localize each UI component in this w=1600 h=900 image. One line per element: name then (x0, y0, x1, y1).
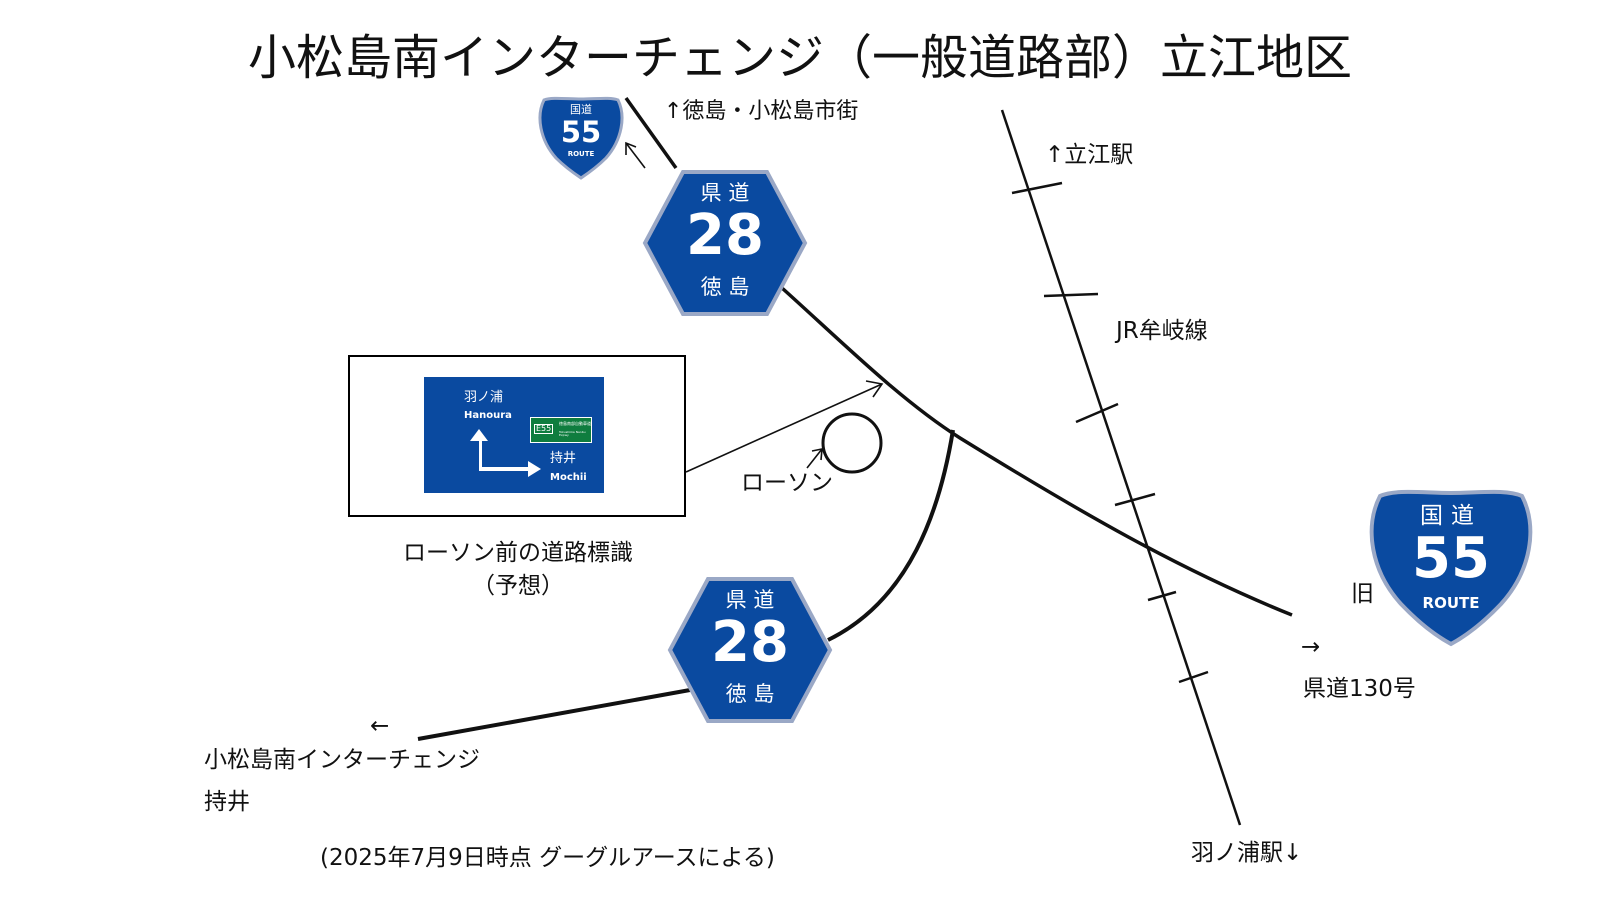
expressway-en: Tokushima Nanbu Expwy (559, 430, 586, 437)
west-arrow: ← (370, 713, 390, 739)
map-title: 小松島南インターチェンジ（一般道路部）立江地区 (247, 30, 1352, 86)
national-route-55-shield-large: 国道 55 ROUTE (1368, 489, 1534, 647)
route-large-number: 55 (1412, 526, 1490, 591)
jr-mugi-line (1000, 109, 1242, 826)
sign-mochii-jp: 持井 (550, 451, 577, 466)
old-route-prefix: 旧 (1351, 581, 1374, 607)
pref-upper-number: 28 (686, 203, 764, 268)
prefectural-road-28-shield-upper: 県 道 28 徳 島 (642, 169, 808, 317)
pointer-arrows (625, 141, 884, 473)
pref-upper-top: 県 道 (700, 181, 750, 205)
lawson-store-marker (821, 412, 883, 474)
north-destination-label: ↑徳島・小松島市街 (664, 99, 859, 124)
east-road-label: 県道130号 (1303, 676, 1416, 702)
route-small-number: 55 (560, 115, 602, 149)
route-large-bottom: ROUTE (1422, 594, 1480, 612)
road-sign-frame: 羽ノ浦 Hanoura E55 徳島南部自動車道 Tokushima Nanbu… (348, 355, 686, 517)
road-sign-caption-line-2: （予想） (472, 573, 564, 600)
route-large-top: 国道 (1420, 503, 1482, 529)
pref-lower-bottom: 徳 島 (725, 682, 775, 706)
hexagon-shield-icon (667, 577, 833, 723)
route-small-top: 国道 (570, 103, 592, 116)
expressway-name: 徳島南部自動車道 (559, 421, 591, 426)
sign-direction-arrow-icon (470, 429, 541, 477)
pref-lower-top: 県 道 (725, 588, 775, 612)
prefectural-road-28-shield-lower: 県 道 28 徳 島 (667, 576, 833, 724)
hexagon-shield-icon (642, 170, 808, 316)
road-sign-caption: ローソン前の道路標識 （予想） (368, 537, 668, 604)
east-arrow: → (1301, 634, 1321, 660)
national-route-55-shield-small: 国道 55 ROUTE (538, 96, 624, 180)
direction-sign: 羽ノ浦 Hanoura E55 徳島南部自動車道 Tokushima Nanbu… (424, 377, 604, 493)
pref-lower-number: 28 (711, 610, 789, 675)
pref-upper-bottom: 徳 島 (700, 275, 750, 299)
expressway-code: E55 (534, 424, 554, 434)
sign-hanoura-jp: 羽ノ浦 (464, 390, 504, 405)
west-ic-label: 小松島南インターチェンジ (204, 747, 480, 773)
hanoura-station-label: 羽ノ浦駅↓ (1191, 840, 1303, 866)
tatsue-station-label: ↑立江駅 (1045, 142, 1134, 168)
prefectural-road-28-branch (417, 429, 955, 741)
lawson-label: ローソン (741, 470, 833, 496)
sign-hanoura-en: Hanoura (464, 410, 512, 421)
jr-line-label: JR牟岐線 (1116, 318, 1208, 344)
route-shield-icon (1369, 489, 1533, 647)
source-note: (2025年7月9日時点 グーグルアースによる) (320, 845, 775, 871)
prefectural-road-28-north (624, 96, 1293, 617)
route-shield-icon (538, 96, 624, 180)
sign-mochii-en: Mochii (550, 472, 587, 483)
road-sign-caption-line-1: ローソン前の道路標識 (403, 540, 633, 566)
expressway-plate: E55 徳島南部自動車道 Tokushima Nanbu Expwy (530, 417, 592, 443)
west-mochii-label: 持井 (204, 789, 250, 815)
route-small-bottom: ROUTE (567, 150, 595, 158)
